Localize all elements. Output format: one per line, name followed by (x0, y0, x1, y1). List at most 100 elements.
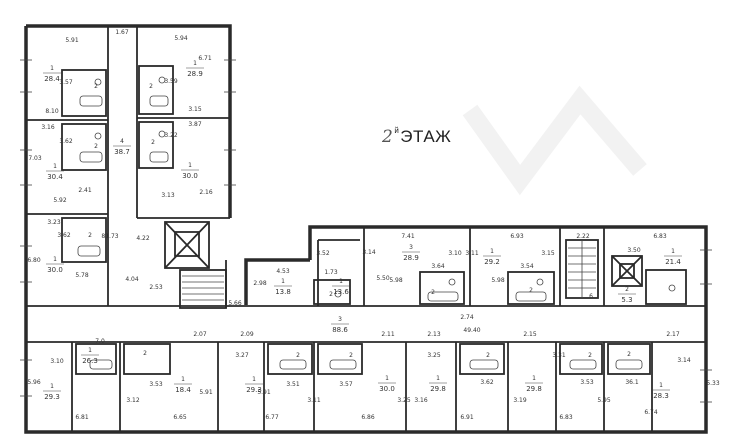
inner-walls (26, 26, 706, 432)
dimension-label: 3.64 (431, 263, 445, 270)
dimension-label: 3.25 (397, 397, 411, 404)
dimension-label: 3.52 (316, 250, 330, 257)
room-area: 13.8 (275, 288, 291, 296)
dimension-label: 1.73 (324, 269, 338, 276)
room-area: 88.6 (332, 326, 348, 334)
dimension-label: 3.14 (677, 357, 691, 364)
windows (20, 59, 712, 403)
dimension-label: 3.23 (47, 219, 61, 226)
dimension-label: 7.0 (95, 338, 105, 345)
dimension-label: 3.62 (480, 379, 494, 386)
dimension-label: 3.14 (362, 249, 376, 256)
dimension-label: 5.50 (376, 275, 390, 282)
dimension-label: 2.17 (666, 331, 680, 338)
dimension-label: 3.15 (188, 106, 202, 113)
room-labels: 128.4128.9130.4130.0130.0438.7113.8113.6… (43, 60, 682, 401)
dimension-label: 2.07 (193, 331, 207, 338)
room-area: 18.4 (175, 386, 191, 394)
dimension-label: 3.54 (520, 263, 534, 270)
floor-number-suffix: й (394, 126, 400, 135)
unit-label: 2 (431, 289, 435, 296)
dimension-label: 3.25 (427, 352, 441, 359)
dimension-label: 3.16 (41, 124, 55, 131)
room-area: 29.8 (526, 385, 542, 393)
unit-label: 2 (627, 351, 631, 358)
unit-label: 2 (94, 143, 98, 150)
room-number: 1 (281, 278, 285, 285)
room-number: 4 (120, 138, 124, 145)
dimension-label: 5.66 (228, 300, 242, 307)
room-area: 28.4 (44, 75, 60, 83)
room-number: 1 (252, 376, 256, 383)
watermark (462, 85, 647, 196)
room-area: 28.9 (403, 254, 419, 262)
dimension-label: 4.53 (276, 268, 290, 275)
sanitary-fixtures (77, 76, 676, 370)
dimension-label: 49.40 (463, 327, 480, 334)
dimension-label: 3.19 (513, 397, 527, 404)
room-number: 3 (409, 244, 413, 251)
dimension-label: 5.33 (706, 380, 720, 387)
dimension-label: 3.87 (188, 121, 202, 128)
unit-label: 2 (486, 352, 490, 359)
room-area: 29.3 (44, 393, 60, 401)
unit-label: 2 (149, 83, 153, 90)
dimension-label: 5.78 (75, 272, 89, 279)
room-area: 26.3 (82, 357, 98, 365)
dimension-label: 6.71 (198, 55, 212, 62)
dimension-label: 3.31 (552, 352, 566, 359)
dimension-label: 7.41 (401, 233, 415, 240)
room-area: 21.4 (665, 258, 681, 266)
room-area: 13.6 (333, 288, 349, 296)
dimension-label: 6.86 (361, 414, 375, 421)
dimension-label: 3.62 (57, 232, 71, 239)
room-area: 30.4 (47, 173, 63, 181)
dimension-label: 6.83 (653, 233, 667, 240)
room-number: 1 (436, 375, 440, 382)
dimension-label: 4.04 (125, 276, 139, 283)
dimension-label: 5.96 (27, 379, 41, 386)
unit-label: 2 (296, 352, 300, 359)
dimension-label: 3.53 (580, 379, 594, 386)
dimension-label: 2.15 (523, 331, 537, 338)
dimension-label: 3.13 (161, 192, 175, 199)
unit-label: 6 (589, 293, 593, 300)
dimension-label: 3.22 (164, 132, 178, 139)
dimension-label: 4.22 (136, 235, 150, 242)
room-number: 1 (532, 375, 536, 382)
room-number: 1 (88, 347, 92, 354)
room-area: 30.0 (182, 172, 198, 180)
room-number: 1 (490, 248, 494, 255)
unit-label: 2 (529, 287, 533, 294)
dimension-label: 2.16 (199, 189, 213, 196)
dimension-label: 5.95 (597, 397, 611, 404)
dimension-label: 5.94 (174, 35, 188, 42)
floor-title: 2йЭТАЖ (382, 126, 451, 147)
room-area: 30.0 (379, 385, 395, 393)
outer-walls (24, 24, 708, 434)
dimension-label: 3.27 (235, 352, 249, 359)
dimension-label: 6.80 (27, 257, 41, 264)
dimension-label: 3.11 (307, 397, 321, 404)
room-area: 28.3 (653, 392, 669, 400)
dimension-label: 3.10 (50, 358, 64, 365)
dimension-label: 5.92 (53, 197, 67, 204)
dimension-label: 2.22 (576, 233, 590, 240)
dimension-label: 81.73 (101, 233, 118, 240)
room-area: 5.3 (621, 296, 632, 304)
room-number: 1 (671, 248, 675, 255)
room-number: 1 (50, 65, 54, 72)
dimension-label: 2.98 (253, 280, 267, 287)
stair-hatching (182, 240, 596, 301)
dimension-label: 2.74 (460, 314, 474, 321)
unit-label: 2 (88, 232, 92, 239)
dimension-label: 2.11 (381, 331, 395, 338)
dimension-label: 6.74 (644, 409, 658, 416)
dimension-label: 5.91 (65, 37, 79, 44)
room-number: 1 (50, 383, 54, 390)
unit-label: 2 (329, 291, 333, 298)
dimension-label: 3.50 (627, 247, 641, 254)
dimension-label: 3.12 (126, 397, 140, 404)
